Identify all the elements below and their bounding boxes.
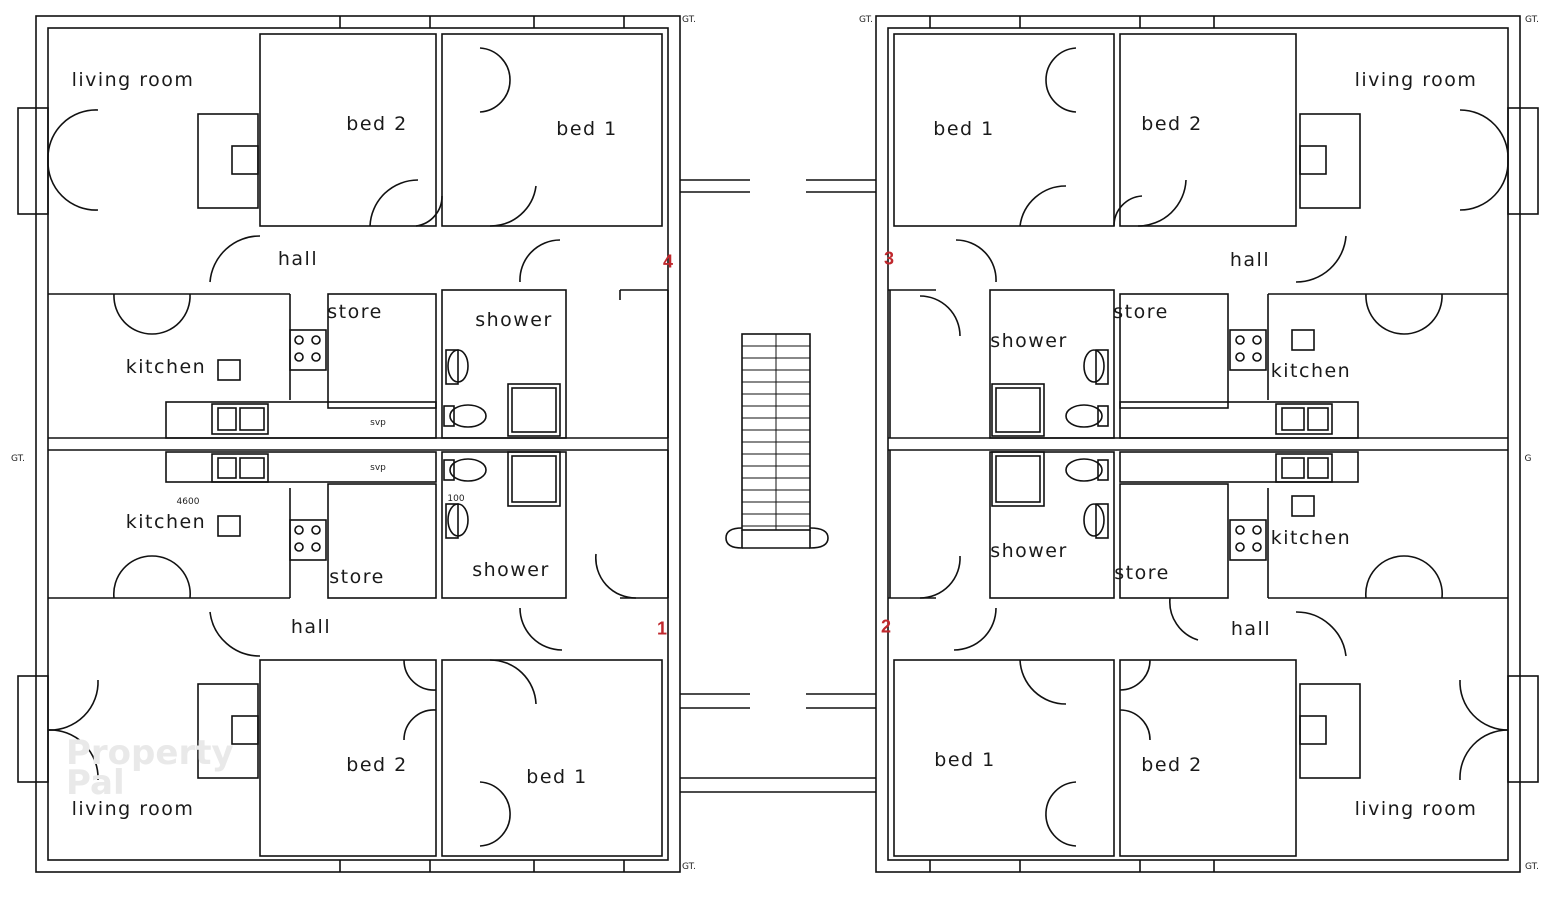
left-outer-wall — [35, 15, 681, 873]
room-living-tr: living room — [1354, 69, 1478, 91]
svp-label-top: svp — [370, 418, 386, 428]
unit-number-1: 1 — [656, 618, 668, 639]
unit-number-3: 3 — [883, 248, 895, 269]
gt-label-right: G — [1524, 454, 1532, 464]
right-inner-wall — [887, 27, 1509, 861]
room-shower-bl: shower — [472, 559, 550, 581]
room-hall-br: hall — [1230, 618, 1272, 640]
left-inner-wall — [47, 27, 669, 861]
unit-number-2: 2 — [880, 616, 892, 637]
room-bed2-tl: bed 2 — [346, 113, 408, 135]
room-store-br: store — [1114, 562, 1170, 584]
room-shower-tl: shower — [475, 309, 553, 331]
room-shower-br: shower — [990, 540, 1068, 562]
gt-label-tr: GT. — [859, 15, 873, 25]
unit-number-4: 4 — [662, 251, 674, 272]
room-kitchen-br: kitchen — [1270, 527, 1352, 549]
room-store-tl: store — [327, 301, 383, 323]
dimension-4600: 4600 — [176, 497, 200, 507]
watermark-line2: Pal — [66, 763, 125, 803]
room-kitchen-tl: kitchen — [125, 356, 207, 378]
room-bed1-br: bed 1 — [934, 749, 996, 771]
watermark: Property Pal — [66, 733, 234, 803]
watermark-line1: Property — [66, 733, 234, 773]
room-store-bl: store — [329, 566, 385, 588]
room-hall-bl: hall — [290, 616, 332, 638]
gt-label-left: GT. — [11, 454, 25, 464]
room-kitchen-bl: kitchen — [125, 511, 207, 533]
dimension-100: 100 — [447, 494, 465, 504]
room-hall-tr: hall — [1229, 249, 1271, 271]
gt-label-tl: GT. — [682, 15, 696, 25]
room-bed2-tr: bed 2 — [1141, 113, 1203, 135]
room-bed1-bl: bed 1 — [526, 766, 588, 788]
room-bed2-bl: bed 2 — [346, 754, 408, 776]
room-bed1-tr: bed 1 — [933, 118, 995, 140]
room-bed1-tl: bed 1 — [556, 118, 618, 140]
gt-label-bl-corner: GT. — [682, 862, 696, 872]
room-living-br: living room — [1354, 798, 1478, 820]
room-shower-tr: shower — [990, 330, 1068, 352]
gt-label-br-corner: GT. — [1525, 862, 1539, 872]
svp-label-bottom: svp — [370, 463, 386, 473]
room-bed2-br: bed 2 — [1141, 754, 1203, 776]
room-hall-tl: hall — [277, 248, 319, 270]
gt-label-tr-corner: GT. — [1525, 15, 1539, 25]
room-living-tl: living room — [71, 69, 195, 91]
room-living-bl: living room — [71, 798, 195, 820]
room-store-tr: store — [1113, 301, 1169, 323]
right-outer-wall — [875, 15, 1521, 873]
room-kitchen-tr: kitchen — [1270, 360, 1352, 382]
